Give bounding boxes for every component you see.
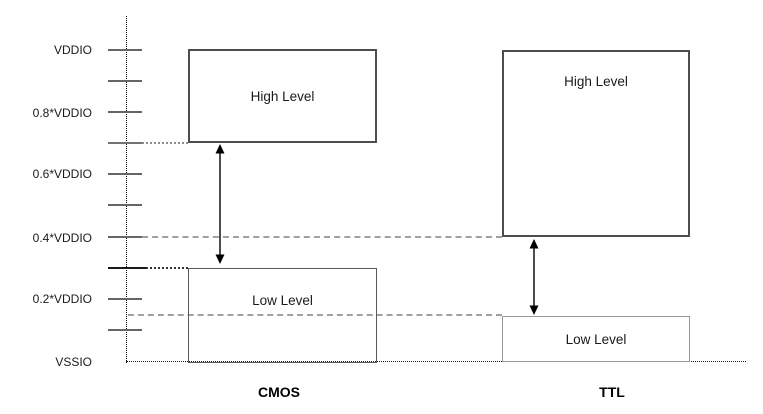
tick-0p5vddio xyxy=(108,204,142,206)
ttl-undefined-region-arrow xyxy=(529,239,539,315)
axis-label-0p6vddio: 0.6*VDDIO xyxy=(32,167,92,181)
cmos-low-level-box: Low Level xyxy=(188,268,377,363)
tick-0p1vddio xyxy=(108,329,142,331)
axis-label-0p4vddio: 0.4*VDDIO xyxy=(32,231,92,245)
tick-0p4vddio xyxy=(108,236,142,238)
tick-0p6vddio xyxy=(108,173,142,175)
axis-label-0p2vddio: 0.2*VDDIO xyxy=(32,292,92,306)
cmos-vil-leader xyxy=(146,267,188,269)
ttl-high-level-label: High Level xyxy=(564,74,628,89)
ttl-column-label: TTL xyxy=(599,384,625,400)
cmos-undefined-region-arrow xyxy=(215,144,225,264)
ttl-vih-dashed-line xyxy=(142,236,502,238)
tick-0p2vddio xyxy=(108,298,142,300)
cmos-vih-leader xyxy=(142,142,188,144)
cmos-column-label: CMOS xyxy=(258,384,300,400)
ttl-low-level-box: Low Level xyxy=(502,316,690,362)
cmos-high-level-box: High Level xyxy=(188,49,377,143)
y-axis-line xyxy=(126,16,127,363)
cmos-vil-line xyxy=(108,267,146,269)
axis-label-vddio: VDDIO xyxy=(53,43,92,57)
ttl-low-level-label: Low Level xyxy=(565,331,627,347)
cmos-high-level-label: High Level xyxy=(250,88,315,104)
ttl-vil-dashed-line xyxy=(128,314,502,316)
tick-0p9vddio xyxy=(108,80,142,82)
axis-label-0p8vddio: 0.8*VDDIO xyxy=(32,106,92,120)
axis-label-vssio: VSSIO xyxy=(55,355,92,369)
cmos-vih-tick xyxy=(108,142,142,144)
vssio-baseline xyxy=(126,361,746,362)
tick-vddio xyxy=(108,49,142,51)
cmos-low-level-label: Low Level xyxy=(252,293,313,308)
ttl-high-level-box: High Level xyxy=(502,50,690,237)
tick-0p8vddio xyxy=(108,111,142,113)
